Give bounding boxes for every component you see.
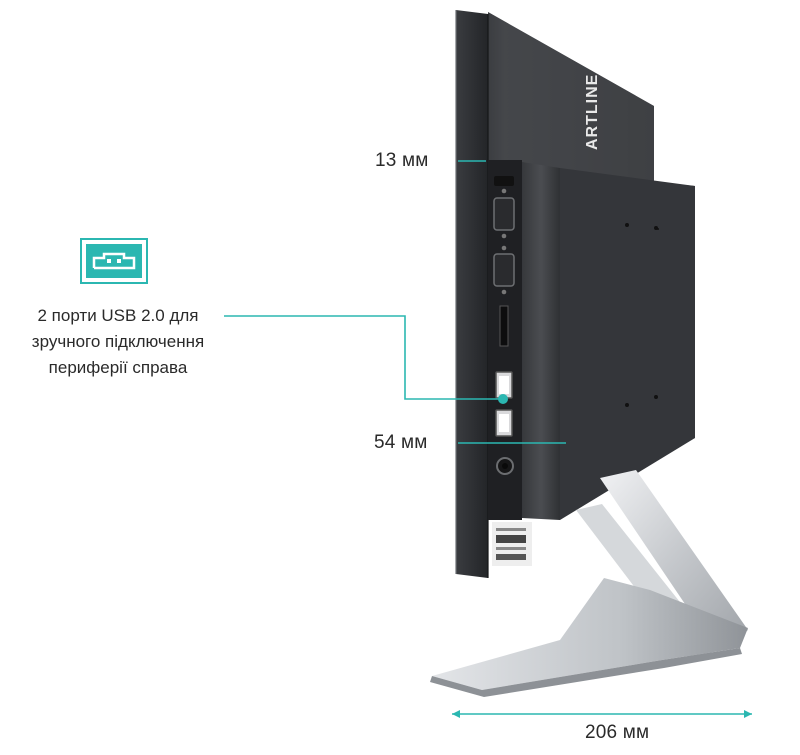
artline-logo: ARTLINE — [584, 74, 601, 150]
io-ports — [493, 176, 515, 475]
monitor-bezel — [455, 10, 489, 578]
svg-text:ARTLINE: ARTLINE — [584, 74, 601, 150]
callout-line-2: зручного підключення — [31, 332, 205, 351]
callout-line-1: 2 порти USB 2.0 для — [37, 306, 199, 325]
rear-module — [522, 162, 695, 520]
callout-line-3: периферії справа — [48, 358, 188, 377]
bezel-depth-label: 13 мм — [375, 150, 429, 171]
vesa-screws — [625, 223, 659, 407]
callout-leader — [224, 315, 508, 404]
dimension-lines — [452, 160, 752, 718]
product-sticker — [492, 522, 532, 566]
stand-base — [430, 578, 748, 697]
body-depth-label: 54 мм — [374, 432, 428, 453]
stand-depth-label: 206 мм — [585, 722, 650, 743]
usb-port-icon — [80, 238, 148, 284]
usb-callout-text: 2 порти USB 2.0 для зручного підключення… — [4, 303, 232, 381]
